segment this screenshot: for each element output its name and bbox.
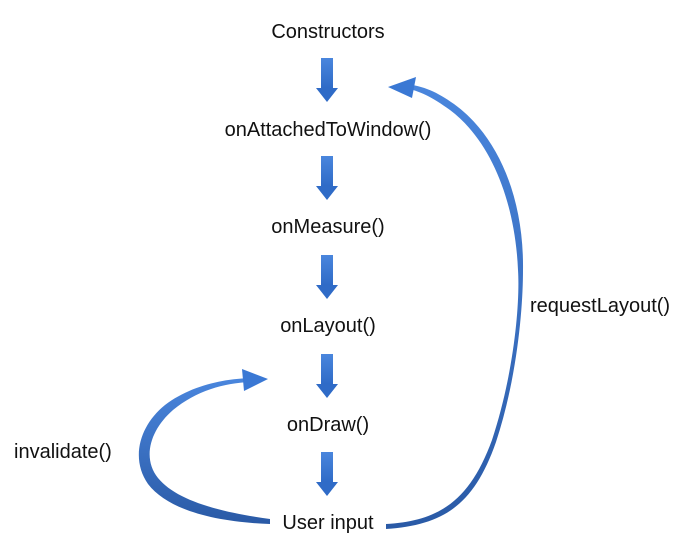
request-layout-label: requestLayout() [530, 295, 670, 317]
down-arrow-5 [316, 452, 338, 496]
down-arrow-2 [316, 156, 338, 200]
node-on-measure: onMeasure() [271, 216, 384, 238]
node-user-input: User input [282, 512, 374, 534]
invalidate-label: invalidate() [14, 441, 112, 463]
node-on-attached-to-window: onAttachedToWindow() [225, 119, 432, 141]
down-arrow-3 [316, 255, 338, 299]
request-layout-loop-arrow [386, 77, 524, 529]
down-arrow-4 [316, 354, 338, 398]
node-on-layout: onLayout() [280, 315, 376, 337]
down-arrow-1 [316, 58, 338, 102]
node-constructors: Constructors [271, 21, 384, 43]
invalidate-loop-arrow [138, 369, 270, 524]
node-on-draw: onDraw() [287, 414, 369, 436]
